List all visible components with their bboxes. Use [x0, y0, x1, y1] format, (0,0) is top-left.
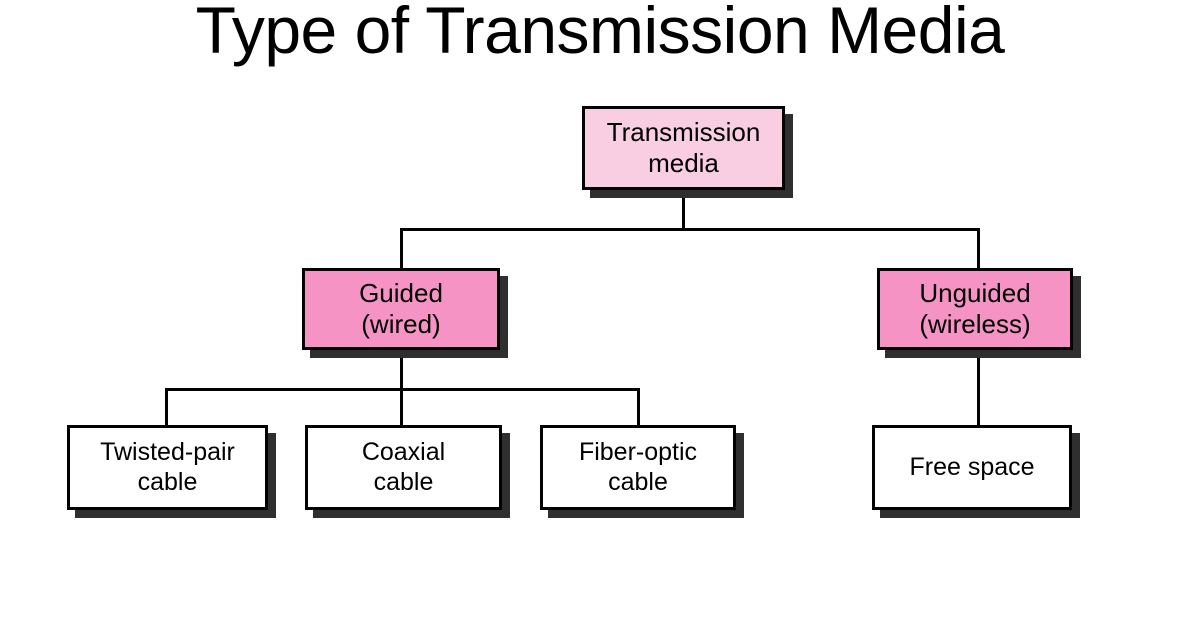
node-guided-label: Guided (wired)	[355, 278, 447, 339]
node-coaxial-cable[interactable]: Coaxial cable	[305, 425, 502, 510]
node-fiber-optic-cable-line1: Fiber-optic	[578, 438, 698, 466]
node-unguided-line1: Unguided	[919, 278, 1031, 309]
node-twisted-pair-cable-label: Twisted-pair cable	[96, 438, 239, 497]
connector-to-unguided	[977, 228, 980, 270]
connector-to-fiber-optic	[637, 388, 640, 428]
node-transmission-media-line1: Transmission	[606, 117, 761, 148]
node-free-space[interactable]: Free space	[872, 425, 1072, 510]
node-transmission-media[interactable]: Transmission media	[582, 106, 785, 190]
node-coaxial-cable-line2: cable	[373, 467, 434, 496]
node-guided-line2: (wired)	[361, 309, 441, 339]
node-unguided-label: Unguided (wireless)	[915, 278, 1034, 339]
node-twisted-pair-cable[interactable]: Twisted-pair cable	[67, 425, 268, 510]
node-unguided-line2: (wireless)	[919, 309, 1031, 339]
connector-level2-bar	[400, 228, 980, 231]
connector-guided-stem	[400, 350, 403, 390]
connector-root-stem	[682, 190, 685, 230]
node-fiber-optic-cable-line2: cable	[608, 467, 668, 496]
node-guided[interactable]: Guided (wired)	[302, 268, 500, 350]
node-coaxial-cable-line1: Coaxial	[361, 438, 446, 466]
node-fiber-optic-cable[interactable]: Fiber-optic cable	[540, 425, 736, 510]
connector-to-guided	[400, 228, 403, 270]
node-twisted-pair-cable-line1: Twisted-pair	[100, 438, 235, 466]
node-free-space-label: Free space	[905, 453, 1038, 483]
node-fiber-optic-cable-label: Fiber-optic cable	[575, 438, 701, 497]
connector-to-free-space	[977, 350, 980, 428]
node-transmission-media-label: Transmission media	[603, 117, 765, 178]
connector-to-twisted-pair	[165, 388, 168, 428]
node-twisted-pair-cable-line2: cable	[137, 467, 198, 496]
node-unguided[interactable]: Unguided (wireless)	[877, 268, 1073, 350]
connector-to-coaxial	[400, 388, 403, 428]
node-coaxial-cable-label: Coaxial cable	[358, 438, 449, 497]
node-guided-line1: Guided	[359, 278, 443, 309]
node-transmission-media-line2: media	[648, 148, 719, 178]
page-title: Type of Transmission Media	[195, 0, 1005, 67]
node-free-space-line1: Free space	[909, 452, 1035, 481]
